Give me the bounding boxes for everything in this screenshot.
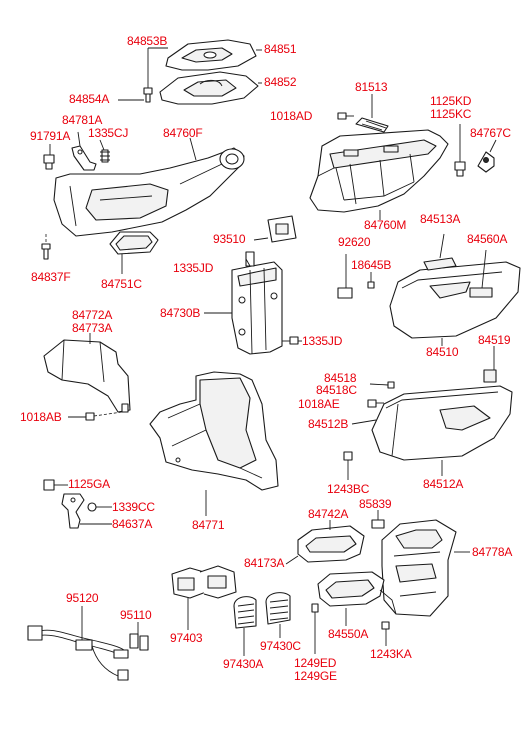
label-84173A: 84173A <box>244 556 285 570</box>
label-84512A: 84512A <box>423 477 464 491</box>
label-97403: 97403 <box>170 631 203 645</box>
label-97430C: 97430C <box>260 639 301 653</box>
label-84550A: 84550A <box>328 627 369 641</box>
part-84771-console-side <box>149 371 279 491</box>
part-93510-plate <box>267 215 297 243</box>
label-1018AB: 1018AB <box>20 410 62 424</box>
part-84760F-lower-panel <box>53 147 245 237</box>
part-92620-lamp <box>337 254 353 299</box>
label-1243KA: 1243KA <box>370 647 412 661</box>
part-84519-strip <box>483 346 497 383</box>
part-84510-lid <box>389 261 521 339</box>
part-84767C-bumper <box>477 151 495 173</box>
label-84771: 84771 <box>192 518 225 532</box>
part-84853B-screw <box>143 48 153 103</box>
label-84742A: 84742A <box>308 507 349 521</box>
label-95120: 95120 <box>66 591 99 605</box>
label-91791A: 91791A <box>30 129 71 143</box>
label-18645B: 18645B <box>351 258 392 272</box>
part-84837F-screw <box>41 234 51 260</box>
part-84778A-console-upper <box>381 519 457 617</box>
part-84781A-bracket <box>71 145 97 171</box>
label-1125GA: 1125GA <box>68 477 110 491</box>
part-97430A-vent <box>233 596 257 629</box>
part-84772A-side-panel <box>43 339 131 413</box>
part-84513A-pad <box>423 257 457 271</box>
part-84637A-bracket <box>61 493 85 529</box>
part-1018AE-screw <box>367 399 384 408</box>
part-84751C-cover <box>109 231 159 255</box>
label-1339CC: 1339CC <box>112 500 155 514</box>
part-84760M-glovebox-housing <box>309 129 449 213</box>
label-84513A: 84513A <box>420 212 461 226</box>
label-84560A: 84560A <box>467 232 508 246</box>
label-95110: 95110 <box>120 608 152 622</box>
label-84510: 84510 <box>426 345 459 359</box>
part-1018AD-screw-top <box>337 112 354 120</box>
part-1339CC-nut <box>87 502 112 512</box>
label-84751C: 84751C <box>101 277 142 291</box>
label-84760F: 84760F <box>163 126 203 140</box>
part-1018AB-screw <box>85 411 123 421</box>
label-1249GE: 1249GE <box>294 669 337 683</box>
label-81513: 81513 <box>355 80 388 94</box>
label-84518: 84518 <box>324 371 357 385</box>
part-95120-wiring <box>27 625 129 681</box>
label-84512B: 84512B <box>308 417 349 431</box>
label-97430A: 97430A <box>223 657 264 671</box>
part-84851-upper-cover <box>165 39 257 71</box>
label-84772A: 84772A <box>72 308 113 322</box>
label-93510: 93510 <box>213 232 246 246</box>
part-81513-hinge <box>355 117 389 133</box>
part-97430C-vent <box>265 592 291 625</box>
part-1243BC-screw <box>343 451 353 480</box>
part-1125KD-screw <box>454 124 466 177</box>
label-84730B: 84730B <box>160 306 201 320</box>
label-1335JD-bot: 1335JD <box>302 334 343 348</box>
label-1335CJ: 1335CJ <box>88 126 129 140</box>
label-84854A: 84854A <box>69 92 110 106</box>
label-1249ED: 1249ED <box>294 656 337 670</box>
label-84781A: 84781A <box>62 113 103 127</box>
label-84773A: 84773A <box>72 321 113 335</box>
part-95110-fuse <box>129 622 149 651</box>
part-84730B-bracket <box>231 251 283 355</box>
label-1125KC: 1125KC <box>430 107 472 121</box>
part-1249ED-screw <box>311 603 319 654</box>
label-84851: 84851 <box>264 42 297 56</box>
label-84837F: 84837F <box>31 270 71 284</box>
part-1335CJ-clip <box>100 149 110 163</box>
label-84760M: 84760M <box>364 218 407 232</box>
label-84519: 84519 <box>478 333 511 347</box>
part-85839-clip <box>371 510 385 529</box>
part-97403-actuator <box>171 565 237 599</box>
part-18645B-bulb <box>367 272 375 289</box>
label-1335JD-top: 1335JD <box>173 261 214 275</box>
label-1018AE: 1018AE <box>298 397 340 411</box>
part-1125GA-bolt <box>43 479 68 491</box>
part-91791A-bolt <box>43 154 55 170</box>
part-1335JD-screw-bot <box>289 336 302 345</box>
label-1018AD-top: 1018AD <box>270 109 313 123</box>
label-84767C: 84767C <box>470 126 511 140</box>
label-84778A: 84778A <box>472 545 513 559</box>
label-84853B: 84853B <box>127 34 168 48</box>
part-84512A-lower-lid <box>371 385 513 461</box>
label-84637A: 84637A <box>112 517 153 531</box>
label-1125KD: 1125KD <box>430 94 472 108</box>
label-84518C: 84518C <box>316 383 357 397</box>
part-1243KA-screw <box>381 621 390 646</box>
label-84852: 84852 <box>264 75 297 89</box>
part-84852-lower-cover <box>159 71 259 105</box>
part-84550A-tray <box>317 571 397 615</box>
part-84518-screw <box>387 381 395 389</box>
part-84173A-tray <box>297 525 365 563</box>
label-1243BC: 1243BC <box>327 482 370 496</box>
label-85839: 85839 <box>359 497 392 511</box>
label-92620: 92620 <box>338 235 371 249</box>
